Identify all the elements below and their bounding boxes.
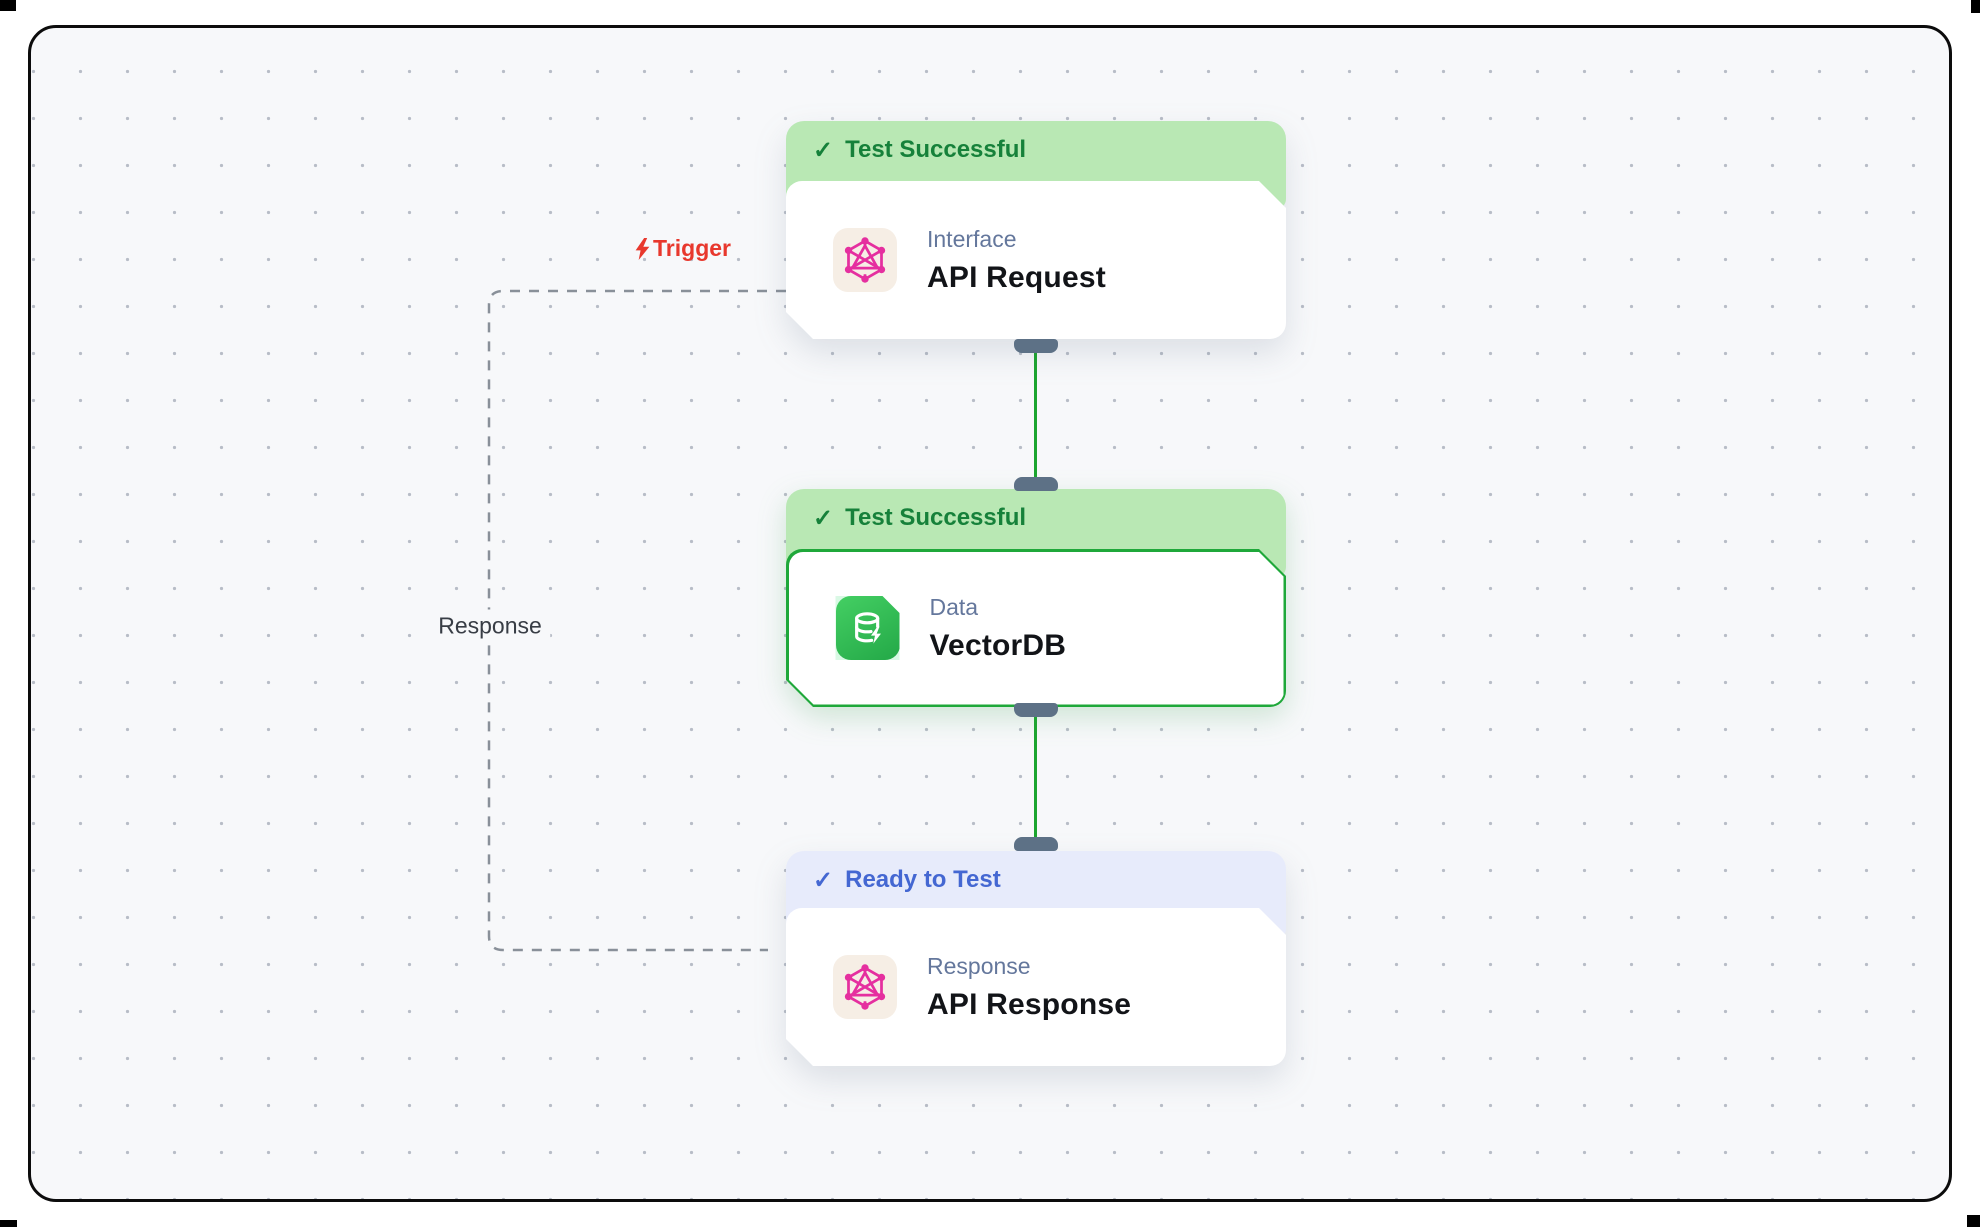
workflow-canvas[interactable]: Trigger Response ✓ Test Successful xyxy=(28,25,1952,1202)
trigger-edge-label: Trigger xyxy=(599,235,731,262)
lightning-bolt-icon xyxy=(635,237,650,260)
check-icon: ✓ xyxy=(813,867,834,894)
graphql-icon xyxy=(833,228,897,292)
response-edge-label: Response xyxy=(430,609,550,643)
screen-artifact xyxy=(0,1220,17,1227)
node-api-response[interactable]: ✓ Ready to Test xyxy=(786,851,1286,1066)
check-icon: ✓ xyxy=(813,137,834,164)
edge-vectordb-response[interactable] xyxy=(1034,710,1037,845)
node-title: VectorDB xyxy=(929,628,1067,662)
node-title: API Response xyxy=(927,987,1132,1021)
screen-artifact xyxy=(1971,0,1980,13)
database-icon xyxy=(836,596,900,660)
status-label: Test Successful xyxy=(845,136,1027,163)
status-label: Ready to Test xyxy=(845,866,1001,893)
status-label: Test Successful xyxy=(845,504,1027,531)
node-vectordb[interactable]: ✓ Test Successful xyxy=(786,489,1286,707)
target-handle[interactable] xyxy=(1014,477,1058,491)
node-body[interactable]: Interface API Request xyxy=(786,181,1286,339)
node-body[interactable]: Data VectorDB xyxy=(789,552,1284,705)
trigger-label-text: Trigger xyxy=(653,235,731,261)
edge-request-vectordb[interactable] xyxy=(1034,346,1037,481)
node-body[interactable]: Response API Response xyxy=(786,908,1286,1066)
node-category: Interface xyxy=(927,225,1017,252)
source-handle[interactable] xyxy=(1014,339,1058,353)
screen-artifact xyxy=(1967,1215,1980,1227)
screen-artifact xyxy=(0,0,16,11)
check-icon: ✓ xyxy=(813,505,834,532)
target-handle[interactable] xyxy=(1014,837,1058,851)
selection-outline: Data VectorDB xyxy=(786,549,1286,707)
node-title: API Request xyxy=(927,260,1106,294)
node-category: Response xyxy=(927,952,1031,979)
node-category: Data xyxy=(929,593,979,620)
source-handle[interactable] xyxy=(1014,703,1058,717)
graphql-icon xyxy=(833,955,897,1019)
node-api-request[interactable]: ✓ Test Successful xyxy=(786,121,1286,339)
